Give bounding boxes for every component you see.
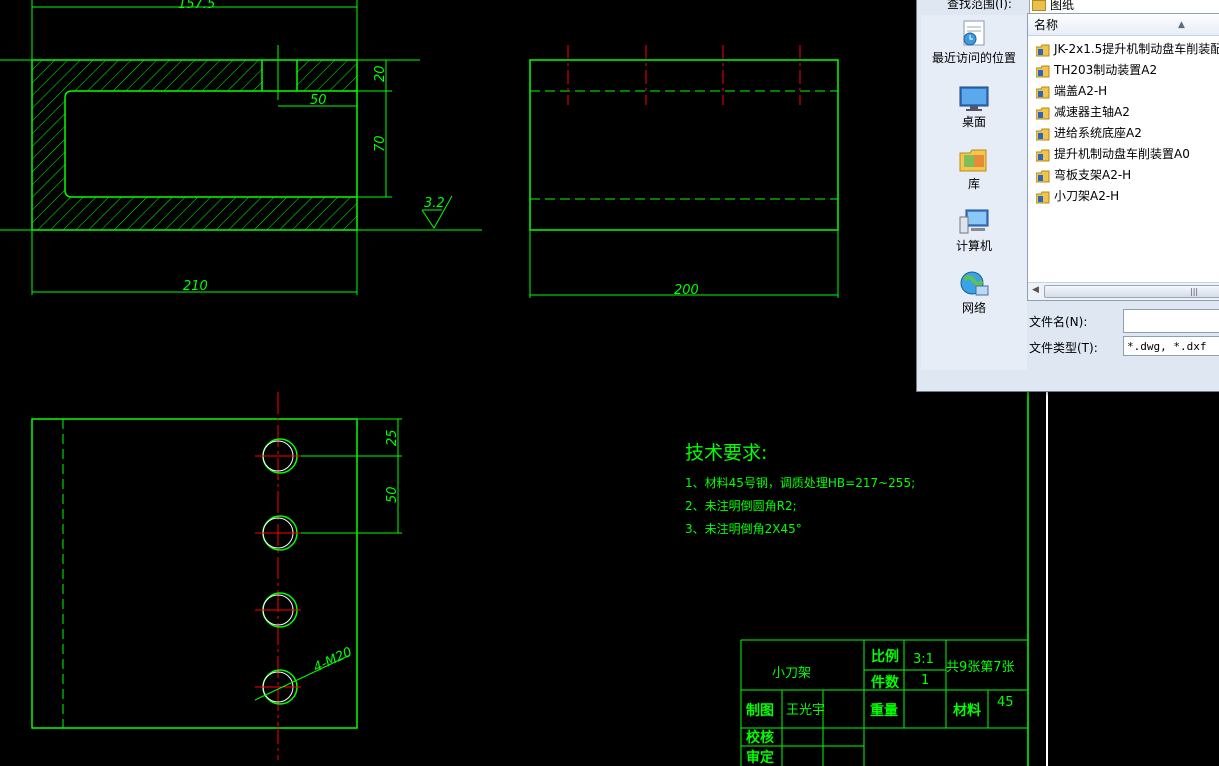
thread-callout: 4-M20 xyxy=(311,645,354,676)
tech-requirement-1: 1、材料45号钢，调质处理HB=217~255; xyxy=(685,476,915,490)
dim-slot-width: 50 xyxy=(310,93,327,108)
front-section-view xyxy=(0,0,482,295)
tb-quantity-label: 件数 xyxy=(871,674,900,691)
top-view xyxy=(31,392,402,760)
dwg-file-icon xyxy=(1035,106,1050,120)
tech-requirement-3: 3、未注明倒角2X45° xyxy=(685,521,802,536)
tb-approve-label: 审定 xyxy=(746,749,774,766)
file-row[interactable]: 进给系统底座A2 xyxy=(1028,123,1219,144)
file-name: 提升机制动盘车削装置A0 xyxy=(1054,147,1190,161)
tb-part-name: 小刀架 xyxy=(772,666,811,681)
tb-quantity-value: 1 xyxy=(921,673,929,688)
file-row[interactable]: 端盖A2-H xyxy=(1028,81,1219,102)
dwg-file-icon xyxy=(1035,127,1050,141)
tb-material-label: 材料 xyxy=(953,702,981,719)
dwg-file-icon xyxy=(1035,85,1050,99)
tb-sheets: 共9张第7张 xyxy=(946,660,1015,675)
tb-weight-label: 重量 xyxy=(870,702,898,719)
roughness-symbol: 3.2 xyxy=(424,196,445,211)
dwg-file-icon xyxy=(1035,43,1050,57)
place-recent[interactable]: 最近访问的位置 xyxy=(921,19,1027,66)
scrollbar-grip: ||| xyxy=(1190,287,1199,296)
file-row[interactable]: TH203制动装置A2 xyxy=(1028,60,1219,81)
tb-scale-label: 比例 xyxy=(871,648,899,665)
computer-icon xyxy=(958,207,990,235)
scroll-left-arrow-icon[interactable]: ◀ xyxy=(1032,285,1039,295)
place-label: 最近访问的位置 xyxy=(931,51,1016,65)
sort-arrow-icon: ▲ xyxy=(1178,20,1185,30)
dwg-file-icon xyxy=(1035,148,1050,162)
file-name: 小刀架A2-H xyxy=(1054,189,1120,203)
file-name: JK-2x1.5提升机制动盘车削装配 xyxy=(1054,42,1219,56)
libraries-icon xyxy=(958,145,990,173)
horizontal-scrollbar[interactable]: ◀ ||| xyxy=(1028,282,1219,300)
look-in-label: 查找范围(I): xyxy=(947,0,1012,11)
network-icon xyxy=(958,269,990,297)
look-in-value: 图纸 xyxy=(1050,0,1075,12)
place-computer[interactable]: 计算机 xyxy=(921,207,1027,254)
file-name: 弯板支架A2-H xyxy=(1054,168,1132,182)
desktop-icon xyxy=(958,83,990,111)
file-row[interactable]: 弯板支架A2-H xyxy=(1028,165,1219,186)
file-row[interactable]: 减速器主轴A2 xyxy=(1028,102,1219,123)
filename-input[interactable] xyxy=(1123,309,1219,333)
dim-left-width: 210 xyxy=(183,279,208,294)
filename-label: 文件名(N): xyxy=(1029,315,1088,329)
dwg-file-icon xyxy=(1035,169,1050,183)
side-view xyxy=(529,45,839,298)
recent-places-icon xyxy=(958,19,990,47)
tb-material-value: 45 xyxy=(997,695,1014,710)
tech-requirements-title: 技术要求: xyxy=(685,442,767,464)
column-header-label: 名称 xyxy=(1034,18,1059,32)
dwg-file-icon xyxy=(1035,64,1050,78)
filetype-select[interactable]: *.dwg, *.dxf xyxy=(1123,336,1219,356)
place-libraries[interactable]: 库 xyxy=(921,145,1027,192)
dim-slot-height: 20 xyxy=(373,65,388,82)
place-label: 库 xyxy=(967,177,980,191)
dim-right-width: 200 xyxy=(674,283,699,298)
tb-drawn-label: 制图 xyxy=(746,702,774,719)
place-label: 桌面 xyxy=(961,115,986,129)
tb-check-label: 校核 xyxy=(746,729,774,746)
file-row[interactable]: 小刀架A2-H xyxy=(1028,186,1219,207)
tech-requirement-2: 2、未注明倒圆角R2; xyxy=(685,498,797,513)
file-name: TH203制动装置A2 xyxy=(1054,63,1158,77)
dwg-file-icon xyxy=(1035,190,1050,204)
file-name: 进给系统底座A2 xyxy=(1054,126,1142,140)
dim-hole-spacing-1: 25 xyxy=(385,429,400,446)
file-row[interactable]: 提升机制动盘车削装置A0 xyxy=(1028,144,1219,165)
folder-icon xyxy=(1032,0,1046,11)
filetype-label: 文件类型(T): xyxy=(1029,341,1098,355)
open-file-dialog: 查找范围(I): 图纸 最近访问的位置 桌面 库 计算机 xyxy=(916,0,1219,392)
title-block xyxy=(740,639,1028,766)
file-name: 减速器主轴A2 xyxy=(1054,105,1130,119)
file-list[interactable]: 名称 ▲ JK-2x1.5提升机制动盘车削装配 TH203制动装置A2 端盖A2-H 减… xyxy=(1027,13,1219,301)
place-label: 计算机 xyxy=(955,239,992,253)
tb-scale-value: 3:1 xyxy=(913,652,934,667)
place-network[interactable]: 网络 xyxy=(921,269,1027,316)
places-bar: 最近访问的位置 桌面 库 计算机 网络 xyxy=(921,15,1027,370)
dim-inner-height: 70 xyxy=(373,135,388,152)
tb-drawn-by: 王光宇 xyxy=(786,703,825,718)
column-header-name[interactable]: 名称 ▲ xyxy=(1028,14,1219,36)
file-name: 端盖A2-H xyxy=(1054,84,1108,98)
dim-top-overall: 157.5 xyxy=(178,0,215,12)
place-desktop[interactable]: 桌面 xyxy=(921,83,1027,130)
file-row[interactable]: JK-2x1.5提升机制动盘车削装配 xyxy=(1028,39,1219,60)
dim-hole-spacing-2: 50 xyxy=(385,486,400,503)
scrollbar-thumb[interactable]: ||| xyxy=(1044,285,1219,298)
place-label: 网络 xyxy=(961,301,986,315)
